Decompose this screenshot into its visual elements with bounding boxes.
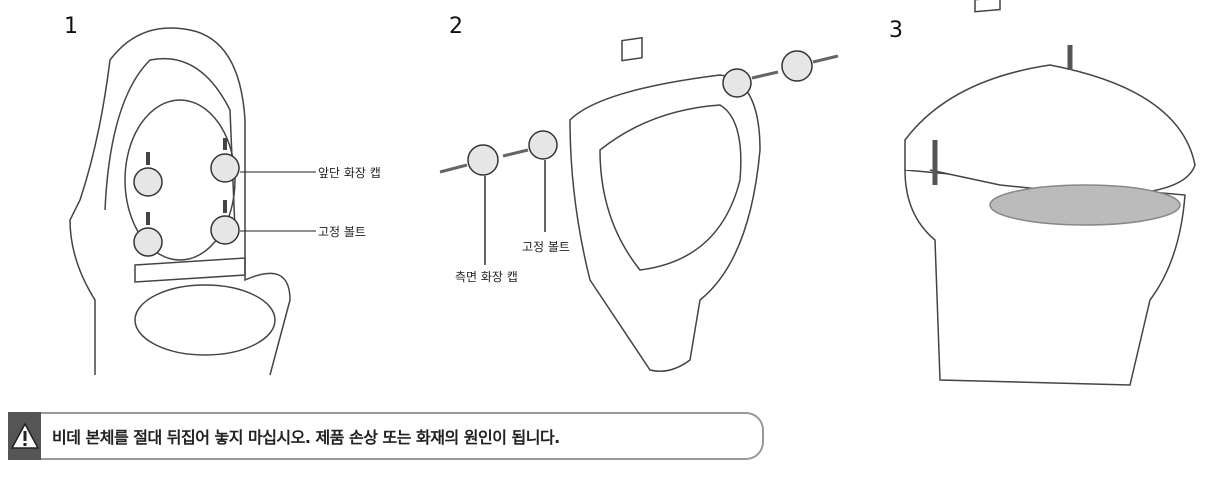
step-2-number: 2 — [449, 14, 463, 39]
step-1-toilet-illustration — [69, 27, 316, 376]
fixing-bolt-label-2: 고정 볼트 — [522, 240, 570, 254]
step-2-toilet-illustration — [439, 36, 839, 372]
installation-illustration — [69, 0, 1196, 386]
side-cap-label: 측면 화장 캡 — [455, 270, 518, 284]
step-3-number: 3 — [889, 18, 903, 43]
warning-text: 비데 본체를 절대 뒤집어 놓지 마십시오. 제품 손상 또는 화재의 원인이 … — [52, 428, 560, 447]
step-3-toilet-illustration — [904, 0, 1196, 386]
fixing-bolt-label-1: 고정 볼트 — [318, 225, 366, 239]
step-1-number: 1 — [64, 14, 78, 39]
warning-triangle-icon — [8, 412, 41, 460]
warning-box — [8, 412, 764, 460]
front-cap-label: 앞단 화장 캡 — [318, 166, 381, 180]
